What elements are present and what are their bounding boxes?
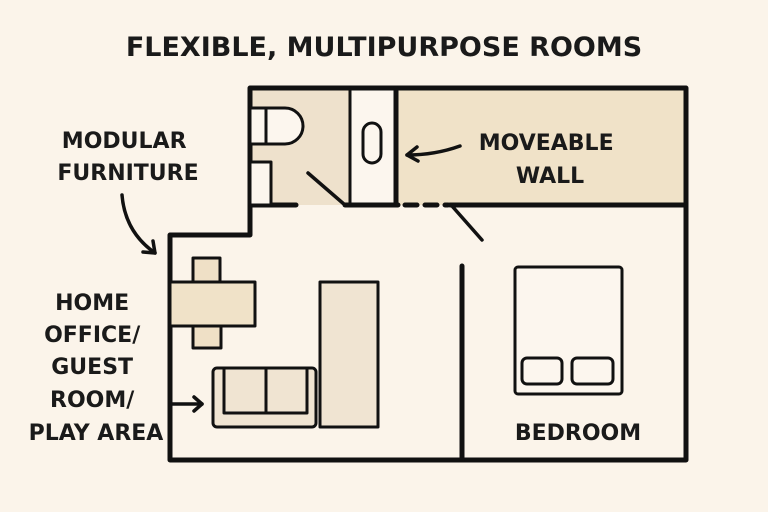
pillow	[520, 356, 564, 386]
moveable-wall-area	[395, 88, 686, 205]
toilet-bowl	[264, 106, 305, 146]
page-title: FLEXIBLE, MULTIPURPOSE ROOMS	[126, 32, 642, 63]
bedroom-label: BEDROOM	[515, 421, 641, 446]
arrow-icon	[120, 193, 157, 255]
door-bedroom	[450, 204, 484, 242]
arrow-icon	[405, 144, 462, 163]
sink	[248, 160, 273, 207]
chair-top	[191, 256, 222, 286]
outer-wall	[167, 85, 689, 463]
chair-bottom	[191, 322, 223, 350]
home-office-label: HOME OFFICE/ GUEST ROOM/ PLAY AREA	[29, 291, 164, 446]
sofa-seat-right	[264, 366, 309, 415]
modular-furniture-label: MODULAR FURNITURE	[57, 129, 198, 186]
desk	[168, 280, 257, 328]
arrow-icon	[170, 395, 204, 413]
pillow	[570, 356, 615, 386]
storage-unit	[318, 280, 380, 429]
toilet-tank	[248, 106, 268, 146]
shower-fixture	[361, 121, 383, 165]
door-bathroom	[306, 171, 347, 207]
moveable-wall-label: MOVEABLE WALL	[479, 131, 622, 189]
sofa-seat-left	[222, 366, 268, 415]
